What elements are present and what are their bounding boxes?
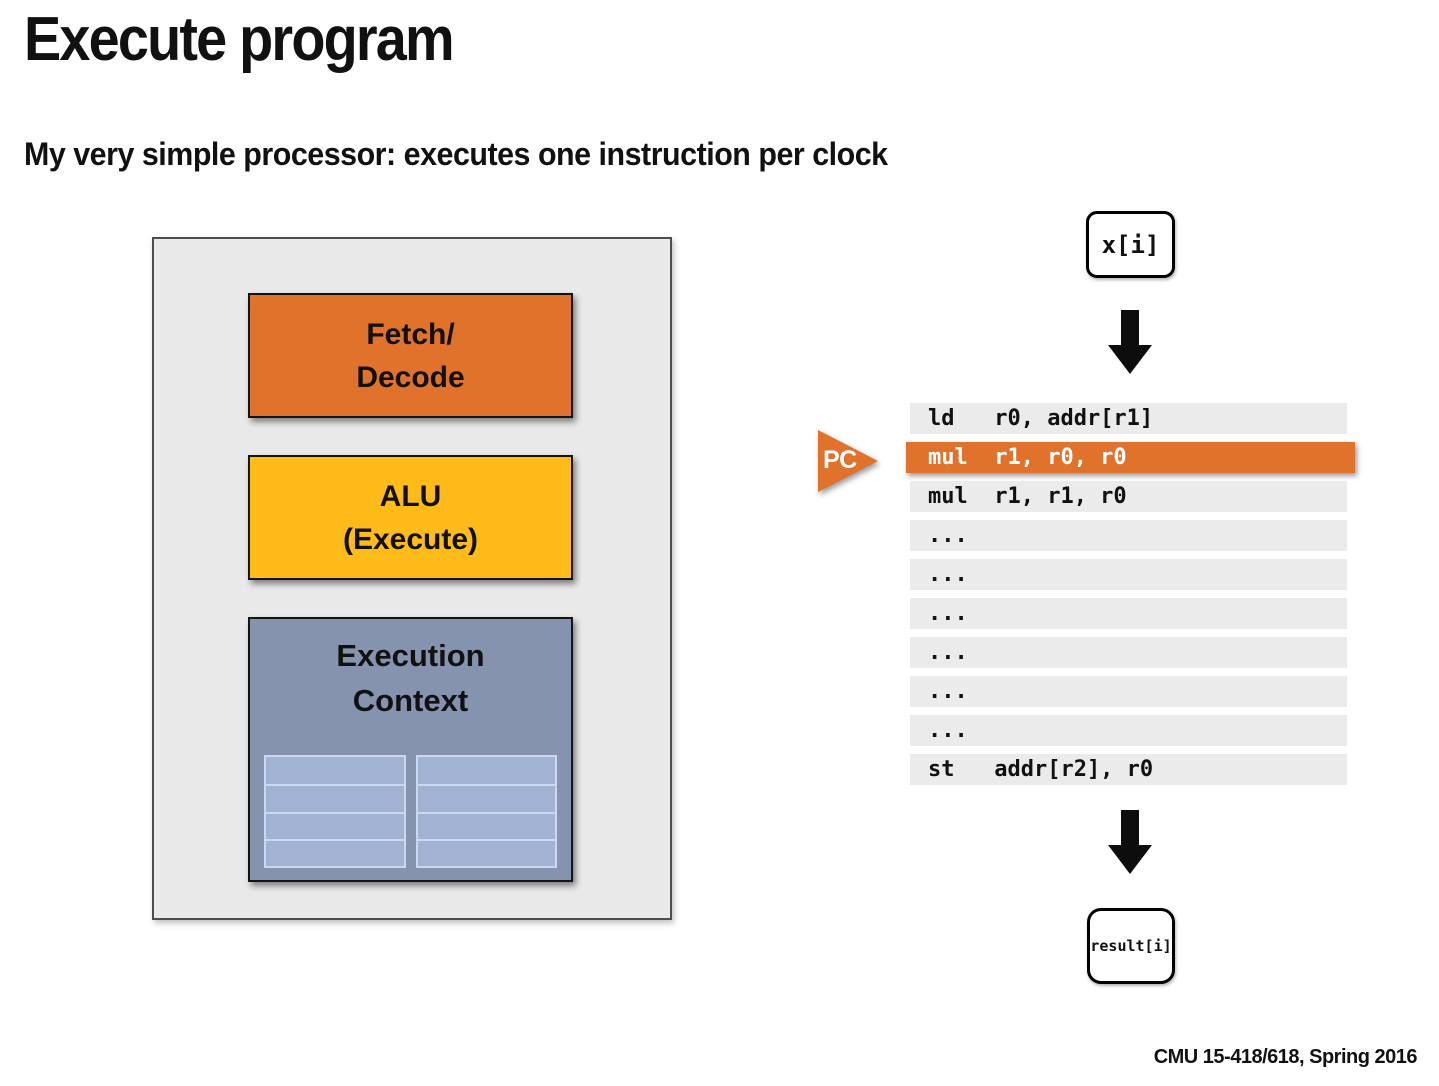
fetch-decode-label-line1: Fetch/ xyxy=(366,317,455,351)
register-row xyxy=(418,757,556,784)
input-value-label: x[i] xyxy=(1101,230,1160,259)
course-footer: CMU 15-418/618, Spring 2016 xyxy=(1153,1046,1418,1068)
alu-label-line2: (Execute) xyxy=(342,522,479,556)
output-value-label: result[i] xyxy=(1090,937,1172,955)
instruction-row: ld r0, addr[r1] xyxy=(910,403,1347,434)
register-table xyxy=(415,755,557,868)
register-row xyxy=(266,838,404,866)
down-arrow-icon xyxy=(1108,810,1152,874)
page-subtitle: My very simple processor: executes one i… xyxy=(24,136,888,172)
fetch-decode-label-line2: Decode xyxy=(356,360,465,394)
instruction-row: ... xyxy=(910,598,1347,629)
input-value-box: x[i] xyxy=(1086,211,1175,278)
alu-box: ALU (Execute) xyxy=(248,455,573,580)
pc-pointer: PC xyxy=(818,430,878,492)
instruction-row: mul r1, r1, r0 xyxy=(910,481,1347,512)
instruction-row: ... xyxy=(910,637,1347,668)
register-row xyxy=(266,811,404,839)
execution-context-box: Execution Context xyxy=(248,617,573,882)
instruction-row: ... xyxy=(910,520,1347,551)
register-row xyxy=(266,757,404,784)
instruction-row: ... xyxy=(910,715,1347,746)
register-row xyxy=(417,784,555,811)
register-row xyxy=(417,838,555,866)
register-row xyxy=(417,811,555,839)
page-title: Execute program xyxy=(24,5,455,74)
down-arrow-icon xyxy=(1108,310,1152,374)
register-file xyxy=(264,755,557,868)
processor-panel: Fetch/ Decode ALU (Execute) Execution Co… xyxy=(152,237,672,920)
output-value-box: result[i] xyxy=(1087,908,1175,984)
instruction-row-current: mul r1, r0, r0 xyxy=(906,442,1355,473)
register-table xyxy=(264,755,406,868)
register-row xyxy=(266,784,404,811)
instruction-row: ... xyxy=(910,559,1347,590)
instruction-list: ld r0, addr[r1] mul r1, r0, r0 mul r1, r1,… xyxy=(906,403,1355,793)
instruction-row: st addr[r2], r0 xyxy=(910,754,1347,785)
fetch-decode-box: Fetch/ Decode xyxy=(248,293,573,418)
execution-context-label-line2: Context xyxy=(352,683,469,718)
alu-label-line1: ALU xyxy=(379,479,442,513)
execution-context-label-line1: Execution xyxy=(336,638,485,673)
pc-label: PC xyxy=(823,445,857,474)
instruction-row: ... xyxy=(910,676,1347,707)
